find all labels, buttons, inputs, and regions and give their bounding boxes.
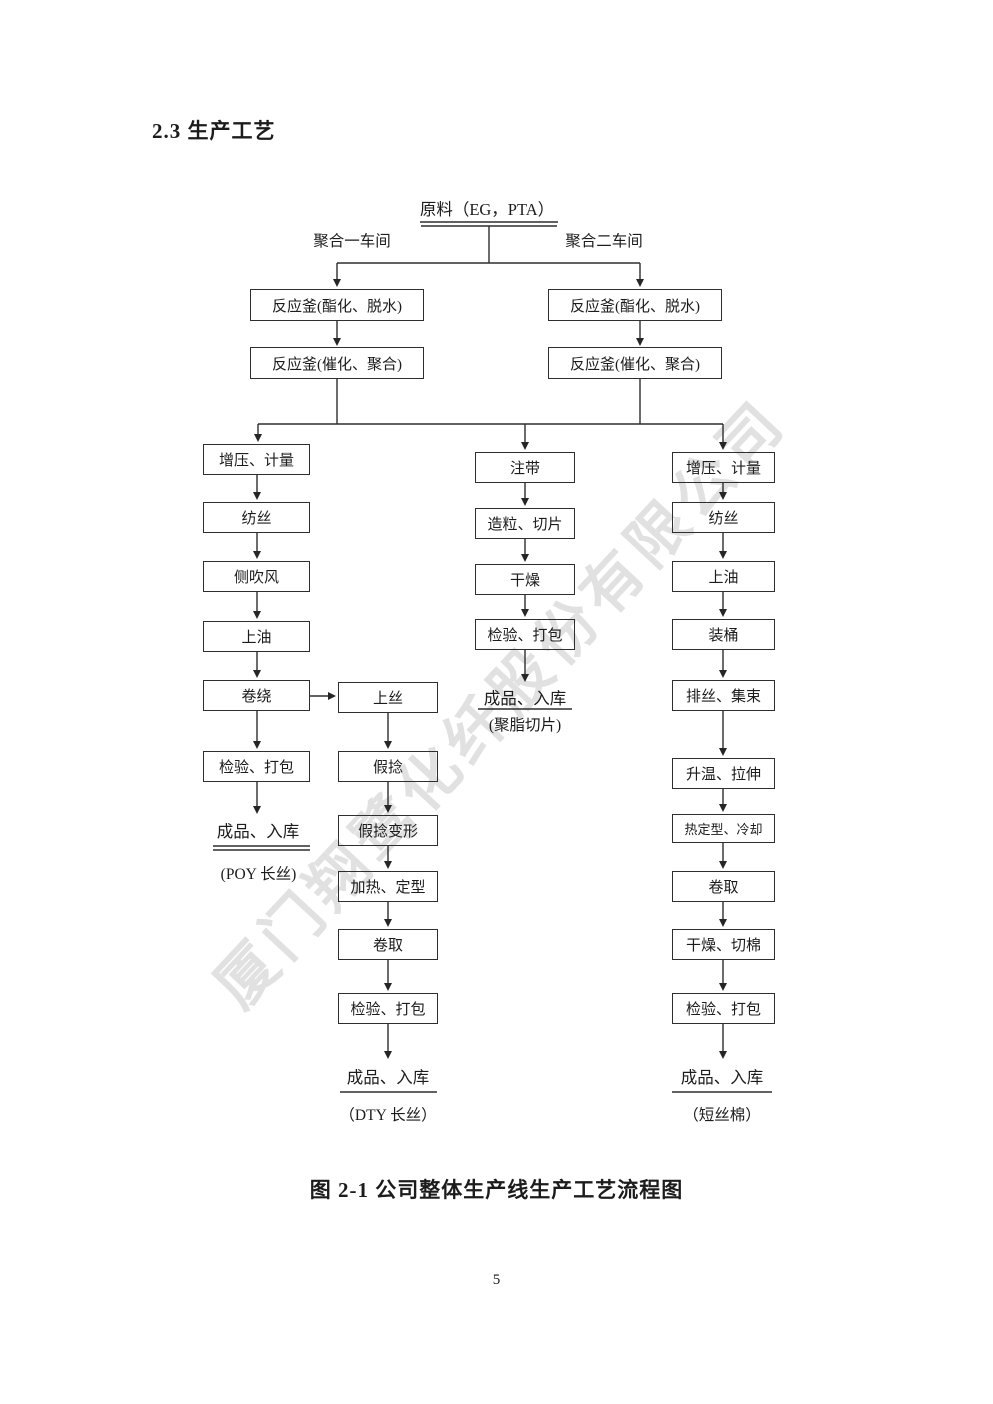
flow-step-dty-1: 假捻 xyxy=(338,751,438,782)
flow-step-chip-1: 造粒、切片 xyxy=(475,508,575,539)
page-number: 5 xyxy=(492,1272,501,1288)
section-heading: 2.3 生产工艺 xyxy=(152,119,276,143)
flow-source-label: 原料（EG，PTA） xyxy=(419,200,555,219)
chip-product-label: (聚脂切片) xyxy=(488,717,562,734)
reactor-right-1: 反应釜(酯化、脱水) xyxy=(548,289,722,321)
flow-step-poy-4: 卷绕 xyxy=(203,680,310,711)
flow-step-staple-7: 卷取 xyxy=(672,871,775,902)
flow-step-poy-2: 侧吹风 xyxy=(203,561,310,592)
poy-end-label: 成品、入库 xyxy=(216,822,300,841)
flow-step-chip-3: 检验、打包 xyxy=(475,619,575,650)
flow-step-staple-6: 热定型、冷却 xyxy=(672,814,775,843)
flow-step-dty-5: 检验、打包 xyxy=(338,993,438,1024)
reactor-right-2: 反应釜(催化、聚合) xyxy=(548,347,722,379)
flow-step-poy-0: 增压、计量 xyxy=(203,444,310,475)
flow-step-staple-9: 检验、打包 xyxy=(672,993,775,1024)
flow-step-staple-0: 增压、计量 xyxy=(672,452,775,483)
dty-product-label: （DTY 长丝） xyxy=(339,1107,437,1124)
flow-step-chip-0: 注带 xyxy=(475,452,575,483)
figure-caption: 图 2-1 公司整体生产线生产工艺流程图 xyxy=(309,1178,684,1202)
flow-step-poy-1: 纺丝 xyxy=(203,502,310,533)
workshop-left-label: 聚合一车间 xyxy=(313,233,391,250)
workshop-right-label: 聚合二车间 xyxy=(565,233,643,250)
flow-step-staple-5: 升温、拉伸 xyxy=(672,758,775,789)
dty-end-label: 成品、入库 xyxy=(346,1068,430,1087)
flow-step-poy-3: 上油 xyxy=(203,621,310,652)
flow-step-chip-2: 干燥 xyxy=(475,564,575,595)
reactor-left-2: 反应釜(催化、聚合) xyxy=(250,347,424,379)
reactor-left-1: 反应釜(酯化、脱水) xyxy=(250,289,424,321)
poy-product-label: (POY 长丝) xyxy=(220,866,297,883)
flow-step-staple-2: 上油 xyxy=(672,561,775,592)
staple-product-label: （短丝棉） xyxy=(683,1107,761,1124)
flow-step-staple-1: 纺丝 xyxy=(672,502,775,533)
flow-step-poy-5: 检验、打包 xyxy=(203,751,310,782)
flow-step-dty-0: 上丝 xyxy=(338,682,438,713)
flow-step-staple-4: 排丝、集束 xyxy=(672,680,775,711)
staple-end-label: 成品、入库 xyxy=(680,1068,764,1087)
flow-step-staple-8: 干燥、切棉 xyxy=(672,929,775,960)
flow-step-staple-3: 装桶 xyxy=(672,619,775,650)
flow-step-dty-3: 加热、定型 xyxy=(338,871,438,902)
flow-step-dty-2: 假捻变形 xyxy=(338,815,438,846)
flow-step-dty-4: 卷取 xyxy=(338,929,438,960)
chip-end-label: 成品、入库 xyxy=(483,689,567,708)
